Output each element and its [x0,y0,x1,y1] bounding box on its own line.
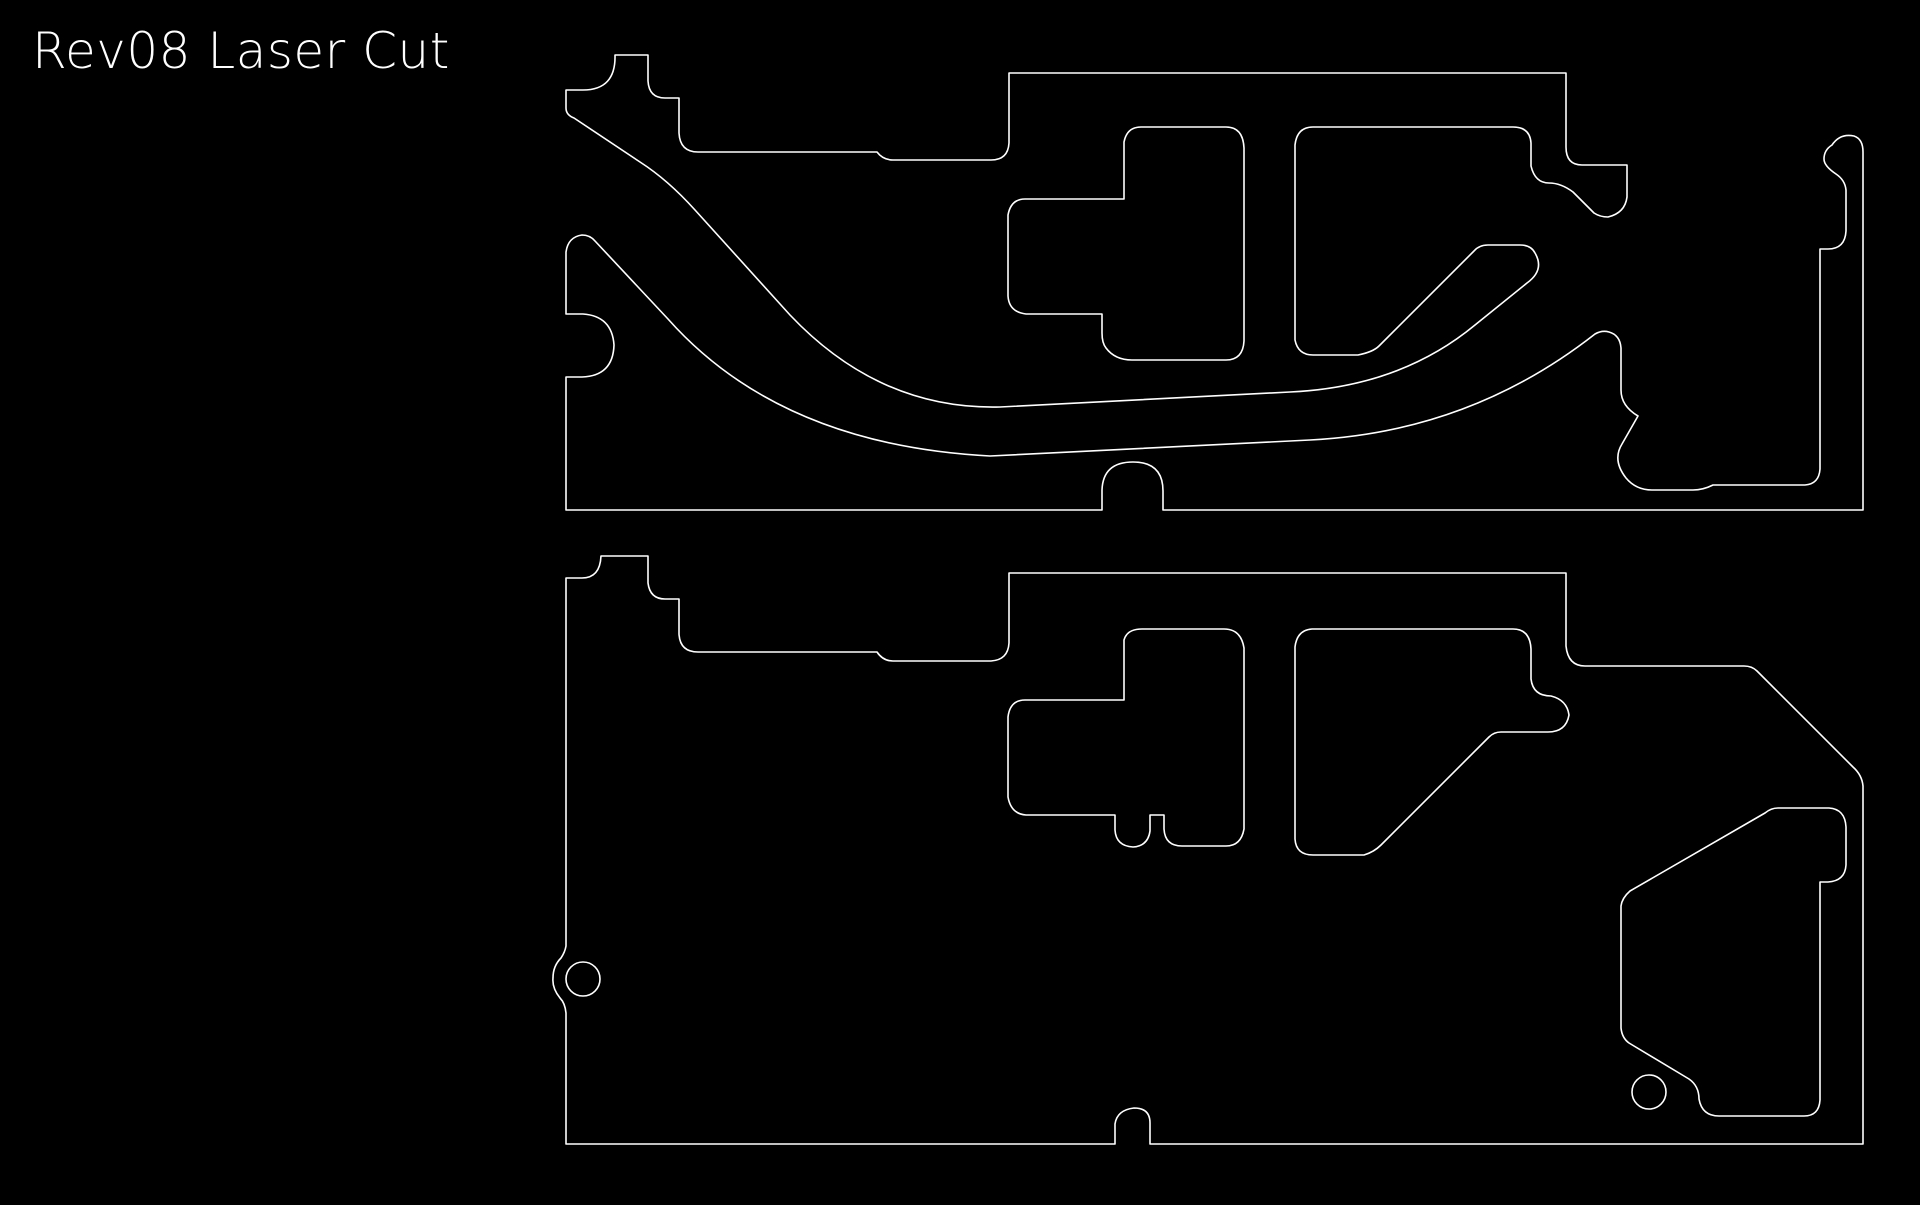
bottom-part-inner-cutout-left [1007,628,1245,848]
page-title: Rev08 Laser Cut [32,22,450,80]
top-part [565,54,1864,511]
bottom-part-outer-contour [552,555,1864,1145]
top-part-outer-contour [565,54,1628,408]
top-part-inner-cutout-left [1007,126,1245,361]
top-part-outer-contour-lower [565,134,1864,511]
bottom-part-inner-cutout-angled [1620,807,1847,1117]
bottom-part-hole-right [1631,1074,1667,1110]
bottom-part [552,555,1864,1145]
bottom-part-inner-cutout-right [1294,628,1570,856]
bottom-part-hole-left [565,961,601,997]
